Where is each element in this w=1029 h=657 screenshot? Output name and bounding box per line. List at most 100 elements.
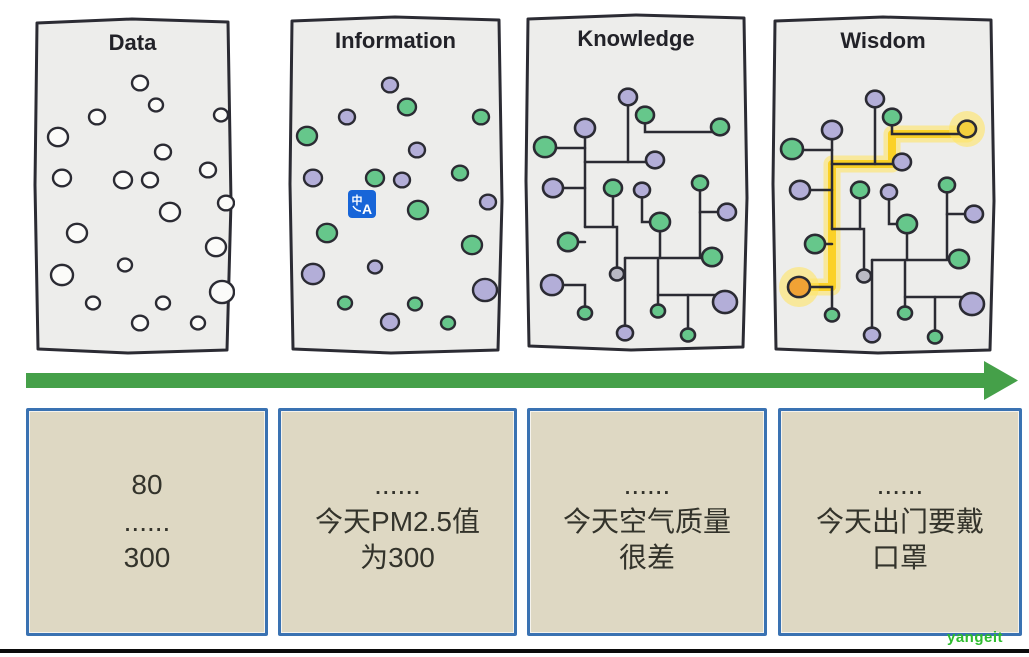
connector-line bbox=[583, 225, 619, 272]
dot bbox=[366, 259, 384, 275]
panel-knowledge: Knowledge bbox=[524, 13, 749, 352]
network-node bbox=[649, 303, 667, 319]
dot bbox=[460, 234, 484, 256]
translate-badge-bg[interactable] bbox=[348, 190, 376, 218]
dot bbox=[204, 236, 228, 258]
dot bbox=[471, 108, 491, 126]
caption-line: 300 bbox=[123, 542, 171, 574]
dot bbox=[380, 76, 400, 94]
badge-arrow-curve bbox=[352, 205, 362, 212]
dot bbox=[84, 295, 102, 311]
dot bbox=[212, 107, 230, 123]
network-node bbox=[879, 183, 899, 201]
arrow-head-icon bbox=[984, 361, 1018, 400]
network-node bbox=[862, 326, 882, 344]
panel-title: Information bbox=[335, 28, 456, 53]
dot bbox=[46, 126, 70, 148]
network-node bbox=[881, 107, 903, 127]
network-node bbox=[823, 307, 841, 323]
dot bbox=[87, 108, 107, 126]
network-node bbox=[803, 233, 827, 255]
dot bbox=[130, 74, 150, 92]
network-node bbox=[891, 152, 913, 172]
network-node bbox=[602, 178, 624, 198]
network-node bbox=[679, 327, 697, 343]
caption-box-data: 80 ...... 300 bbox=[26, 408, 268, 636]
network-node bbox=[958, 291, 986, 317]
panel-frame bbox=[33, 17, 233, 355]
dot bbox=[158, 201, 182, 223]
dot bbox=[392, 171, 412, 189]
bottom-border-line bbox=[0, 649, 1029, 653]
network-node bbox=[648, 211, 672, 233]
dot bbox=[295, 125, 319, 147]
caption-line: 80 bbox=[131, 469, 163, 501]
panel-title: Data bbox=[109, 30, 157, 55]
dot bbox=[153, 143, 173, 161]
network-node bbox=[937, 176, 957, 194]
network-node bbox=[700, 246, 724, 268]
network-node bbox=[788, 179, 812, 201]
network-node bbox=[947, 248, 971, 270]
network-node bbox=[786, 275, 812, 299]
caption-box-knowledge: ...... 今天空气质量 很差 bbox=[527, 408, 767, 636]
network-node bbox=[690, 174, 710, 192]
panel-frame bbox=[524, 13, 749, 352]
network-node bbox=[617, 87, 639, 107]
network-node bbox=[539, 273, 565, 297]
network-node bbox=[634, 105, 656, 125]
network-node bbox=[926, 329, 944, 345]
dot bbox=[112, 170, 134, 190]
network-node bbox=[895, 213, 919, 235]
connector-line bbox=[803, 285, 834, 312]
arrow-shaft bbox=[26, 373, 988, 388]
network-node bbox=[541, 177, 565, 199]
connector-line bbox=[556, 283, 587, 310]
caption-line: ...... bbox=[374, 469, 421, 501]
dot bbox=[198, 161, 218, 179]
dot bbox=[337, 108, 357, 126]
network-node bbox=[608, 266, 626, 282]
caption-line: ...... bbox=[623, 469, 671, 501]
network-node bbox=[709, 117, 731, 137]
dot bbox=[364, 168, 386, 188]
panel-title: Knowledge bbox=[577, 26, 694, 51]
caption-line: ...... bbox=[123, 505, 171, 537]
dot bbox=[406, 296, 424, 312]
badge-char-bottom: A bbox=[362, 201, 372, 217]
dot bbox=[51, 168, 73, 188]
dot bbox=[216, 194, 235, 212]
caption-box-wisdom: ...... 今天出门要戴 口罩 bbox=[778, 408, 1022, 636]
network-node bbox=[963, 204, 985, 224]
badge-char-top: 中 bbox=[352, 193, 363, 207]
caption-line: 很差 bbox=[618, 542, 675, 574]
dot bbox=[450, 164, 470, 182]
dot bbox=[379, 312, 401, 332]
dot bbox=[116, 257, 134, 273]
dot bbox=[315, 222, 339, 244]
dot bbox=[140, 171, 160, 189]
dot bbox=[407, 141, 427, 159]
flow-arrow bbox=[26, 361, 1018, 400]
dot bbox=[478, 193, 498, 211]
caption-line: 今天空气质量 bbox=[562, 505, 731, 537]
caption-line: 今天PM2.5值 bbox=[315, 505, 480, 537]
dot bbox=[336, 295, 354, 311]
dot bbox=[208, 279, 235, 305]
caption-box-information: ...... 今天PM2.5值 为300 bbox=[278, 408, 517, 636]
dot bbox=[49, 263, 75, 287]
caption-line: ...... bbox=[876, 469, 924, 501]
dot bbox=[189, 315, 207, 331]
caption-line: 今天出门要戴 bbox=[815, 505, 984, 537]
network-node bbox=[896, 305, 914, 321]
panel-wisdom: Wisdom bbox=[771, 15, 996, 355]
network-node bbox=[956, 119, 978, 139]
network-node bbox=[644, 150, 666, 170]
panel-data: Data bbox=[33, 17, 235, 355]
dot bbox=[471, 277, 499, 303]
dot bbox=[300, 262, 326, 286]
network-node bbox=[556, 231, 580, 253]
